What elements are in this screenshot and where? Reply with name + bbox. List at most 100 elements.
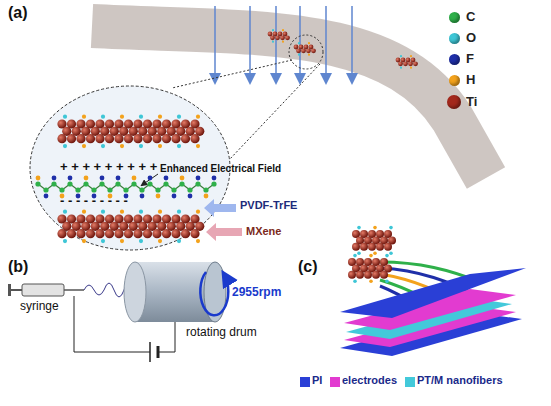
figure-label: (b) — [8, 258, 28, 276]
carbon-atom — [115, 181, 120, 186]
carbon-atom — [203, 187, 208, 192]
ti-atom — [364, 271, 372, 279]
surface-atom — [101, 239, 105, 243]
ti-atom — [372, 271, 380, 279]
carbon-atom — [147, 181, 152, 186]
surface-atom — [389, 226, 393, 230]
side-atom — [196, 176, 201, 181]
zoom-leader — [229, 64, 320, 160]
surface-atom — [158, 239, 162, 243]
legend-text: electrodes — [342, 374, 397, 386]
legend-text: Ti — [466, 95, 477, 109]
field-arrow — [214, 6, 216, 82]
carbon-atom — [43, 187, 48, 192]
carbon-atom — [155, 187, 160, 192]
ti-atom — [133, 229, 142, 238]
ti-atom — [57, 229, 66, 238]
figure-label: PVDF-TrFE — [240, 199, 297, 211]
surface-atom — [139, 115, 143, 119]
mxene-pointer — [206, 223, 242, 241]
surface-atom — [177, 239, 181, 243]
ti-atom — [403, 61, 408, 66]
legend-swatch — [449, 12, 460, 23]
surface-atom — [308, 54, 310, 56]
carbon-atom — [179, 181, 184, 186]
surface-atom — [410, 67, 412, 69]
figure-label: rotating drum — [186, 326, 257, 339]
figure-label: + + + + + + + + + — [60, 160, 157, 174]
ti-atom — [190, 229, 199, 238]
side-atom — [116, 176, 121, 181]
ti-atom — [181, 134, 190, 143]
surface-atom — [373, 226, 377, 230]
legend-swatch — [330, 377, 340, 387]
ti-atom — [143, 229, 152, 238]
ti-atom — [133, 134, 142, 143]
surface-atom — [282, 29, 284, 31]
ti-atom — [95, 229, 104, 238]
surface-atom — [82, 115, 86, 119]
ti-atom — [143, 134, 152, 143]
carbon-atom — [59, 187, 64, 192]
drum-end — [124, 262, 146, 322]
battery-plate — [157, 346, 160, 358]
ti-atom — [285, 35, 290, 40]
ti-atom — [114, 134, 123, 143]
pi-layer — [340, 268, 526, 318]
field-arrow — [325, 6, 327, 82]
rotation-arrow — [200, 272, 228, 315]
surface-atom — [120, 210, 124, 214]
ti-atom — [360, 243, 368, 251]
surface-atom — [196, 115, 200, 119]
surface-atom — [139, 144, 143, 148]
ti-atom — [270, 35, 275, 40]
ti-atom — [162, 134, 171, 143]
surface-atom — [63, 144, 67, 148]
device-stack — [340, 268, 526, 356]
surface-atom — [120, 144, 124, 148]
surface-atom — [369, 254, 373, 258]
zoom-marker — [289, 35, 323, 69]
surface-atom — [389, 251, 393, 255]
surface-atom — [82, 239, 86, 243]
figure-label: (c) — [298, 258, 318, 276]
ti-atom — [76, 134, 85, 143]
surface-atom — [298, 42, 300, 44]
side-atom — [188, 194, 193, 199]
surface-atom — [196, 210, 200, 214]
ti-atom — [95, 134, 104, 143]
surface-atom — [139, 239, 143, 243]
battery-plate — [149, 342, 151, 362]
side-atom — [204, 194, 209, 199]
surface-atom — [158, 144, 162, 148]
surface-atom — [385, 279, 389, 283]
legend-text: H — [466, 73, 475, 87]
carbon-atom — [171, 187, 176, 192]
carbon-atom — [75, 187, 80, 192]
surface-atom — [139, 210, 143, 214]
surface-atom — [82, 210, 86, 214]
legend-swatch — [405, 377, 415, 387]
surface-atom — [373, 251, 377, 255]
ti-atom — [352, 243, 360, 251]
ti-atom — [152, 229, 161, 238]
surface-atom — [298, 54, 300, 56]
wire — [158, 322, 175, 352]
ti-atom — [86, 229, 95, 238]
pvdf-pointer — [204, 199, 236, 217]
zoom-leader — [172, 60, 292, 88]
surface-atom — [353, 254, 357, 258]
legend-text: PI — [312, 374, 322, 386]
legend-swatch — [449, 54, 460, 65]
surface-atom — [357, 251, 361, 255]
surface-atom — [410, 55, 412, 57]
carbon-atom — [107, 187, 112, 192]
surface-atom — [177, 144, 181, 148]
carbon-atom — [99, 181, 104, 186]
surface-atom — [101, 144, 105, 148]
ti-atom — [171, 134, 180, 143]
surface-atom — [63, 210, 67, 214]
side-atom — [140, 194, 145, 199]
ti-atom — [124, 229, 133, 238]
